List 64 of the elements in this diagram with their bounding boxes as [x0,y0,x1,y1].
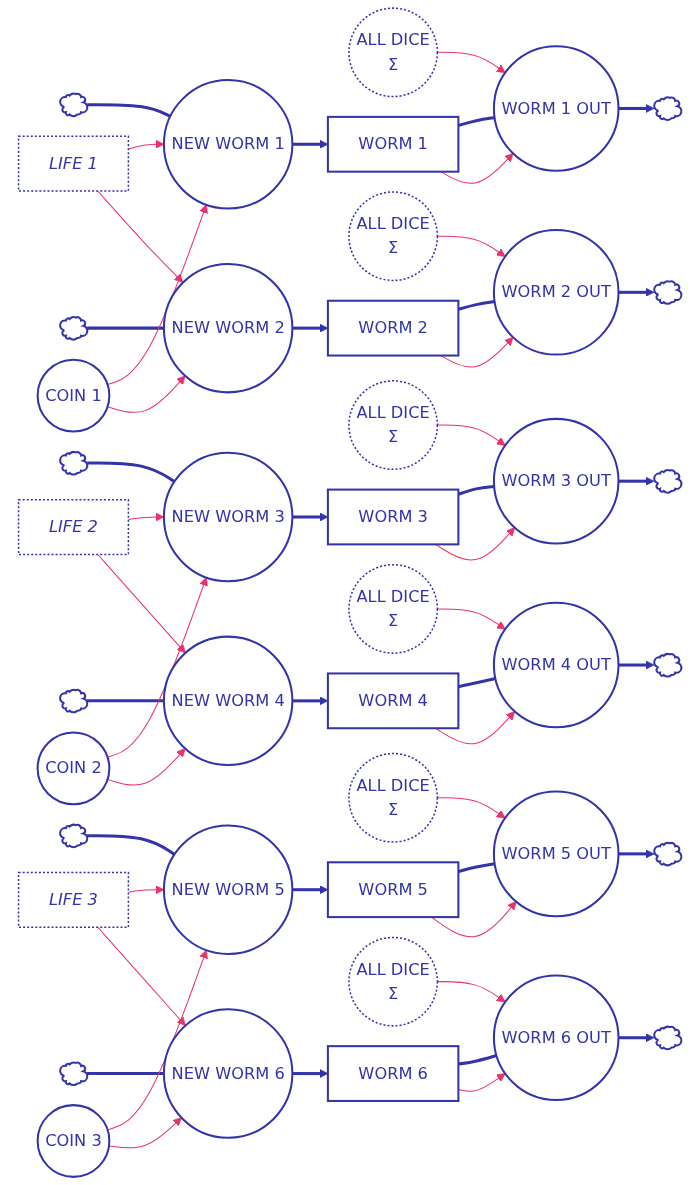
arrow [97,190,184,283]
node-circle: COIN 2 [36,731,111,806]
connector [87,834,176,856]
node-cloud [653,280,683,305]
node-circle: WORM 5 OUT [492,790,620,918]
connector [87,326,164,330]
node-circle: NEW WORM 2 [162,262,294,394]
arrow [107,748,186,786]
node-box: WORM 6 [326,1045,460,1102]
arrow [618,287,655,297]
node-cloud [59,823,89,849]
arrow [618,849,655,859]
connector [87,461,176,483]
connector [458,862,495,874]
node-circle: WORM 6 OUT [492,974,620,1102]
node-box: WORM 5 [326,861,460,919]
connector [458,1054,497,1066]
node-circle: NEW WORM 3 [162,451,294,583]
node-circle: ALL DICE Σ [348,936,439,1027]
node-box: WORM 1 [326,115,460,173]
arrow [435,527,516,561]
node-circle: COIN 1 [36,358,111,433]
node-cloud [59,688,89,714]
node-circle: ALL DICE Σ [348,752,439,843]
node-cloud [653,1025,683,1051]
node-box: LIFE 3 [17,871,130,928]
node-box: WORM 3 [326,488,460,546]
arrow [618,104,655,113]
node-box: WORM 2 [326,299,460,357]
connector [458,677,496,689]
node-circle: ALL DICE Σ [348,380,439,471]
node-circle: NEW WORM 4 [162,635,294,767]
node-box: WORM 4 [326,672,460,730]
node-cloud [653,469,683,494]
node-circle: COIN 3 [36,1104,111,1178]
connector [87,699,164,703]
node-box: LIFE 2 [17,499,130,556]
node-circle: WORM 1 OUT [492,45,620,172]
node-circle: NEW WORM 5 [162,824,294,955]
arrow [618,660,655,670]
node-cloud [653,841,683,867]
connector [87,1072,164,1076]
arrow [618,476,655,486]
arrow [97,554,186,654]
arrow [618,1033,655,1043]
node-box: LIFE 1 [17,135,130,192]
node-cloud [59,316,89,341]
node-circle: WORM 3 OUT [492,417,620,545]
node-circle: ALL DICE Σ [348,7,439,98]
node-circle: WORM 4 OUT [492,601,620,729]
node-cloud [59,450,89,476]
node-circle: WORM 2 OUT [492,229,620,356]
node-cloud [653,96,683,121]
node-circle: NEW WORM 1 [162,79,294,210]
node-circle: ALL DICE Σ [348,563,439,654]
arrow [97,926,186,1027]
arrow [108,1117,182,1149]
node-circle: NEW WORM 6 [162,1008,294,1139]
node-cloud [653,652,683,678]
node-circle: ALL DICE Σ [348,191,439,282]
node-cloud [59,1061,89,1087]
arrow [107,375,186,413]
node-cloud [59,92,89,118]
connector [87,103,171,118]
